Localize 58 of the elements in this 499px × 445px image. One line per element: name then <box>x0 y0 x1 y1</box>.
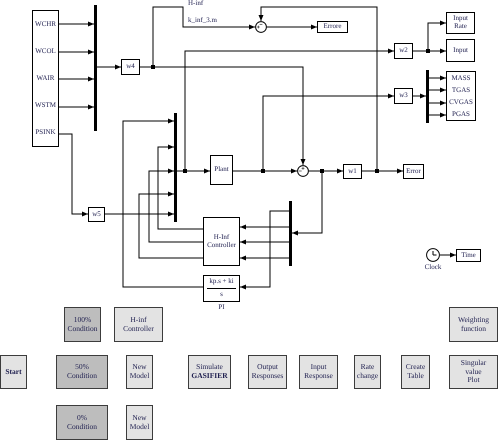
plant-block <box>210 155 233 185</box>
output-block <box>403 164 424 179</box>
output-block <box>317 21 348 33</box>
gain-block <box>121 59 140 75</box>
gain-block <box>343 164 362 179</box>
signal-arrow <box>264 168 298 174</box>
branching-signal-line <box>232 169 265 173</box>
signal-arrow <box>428 76 446 80</box>
signal-arrow <box>152 6 256 66</box>
signal-arrow <box>292 172 322 236</box>
signal-arrow <box>428 112 446 118</box>
demux-bar <box>426 70 429 123</box>
branching-signal-line <box>412 49 430 53</box>
signal-arrow <box>240 256 290 260</box>
demux-bar <box>289 201 292 266</box>
sum-block <box>297 165 309 177</box>
signal-arrow <box>58 50 94 54</box>
gain-block <box>394 88 413 104</box>
signal-arrow <box>428 88 446 92</box>
controller-block <box>203 217 240 266</box>
output-block <box>446 71 476 121</box>
signal-arrow <box>428 100 446 106</box>
signal-arrow <box>148 168 204 242</box>
signal-arrow <box>122 118 204 288</box>
signal-arrow <box>240 224 290 230</box>
signal-arrow <box>96 64 122 70</box>
branching-signal-line <box>362 169 379 173</box>
signal-arrow <box>412 94 426 98</box>
signal-arrow <box>104 212 174 216</box>
output-block <box>446 12 475 34</box>
signal-arrow <box>428 20 446 50</box>
signal-arrow <box>58 22 94 26</box>
signal-arrow <box>138 192 204 258</box>
signal-arrow <box>186 168 210 174</box>
mux-bar <box>94 5 97 131</box>
signal-arrow <box>378 168 404 174</box>
signal-arrow <box>158 144 204 230</box>
clock-icon <box>426 248 440 262</box>
signal-arrow <box>58 76 94 82</box>
mux-bar <box>174 113 177 222</box>
output-block <box>456 249 481 262</box>
output-block <box>446 39 475 62</box>
sum-block <box>255 21 267 33</box>
transfer-function-block <box>203 275 240 302</box>
signal-arrow <box>430 48 446 54</box>
signal-arrow <box>240 210 290 290</box>
signal-source-block <box>32 10 59 147</box>
signal-arrow <box>58 134 88 216</box>
gain-block <box>88 207 105 222</box>
signal-arrow <box>440 252 456 258</box>
gain-block <box>394 43 413 59</box>
signal-arrow <box>58 104 94 110</box>
signal-arrow <box>258 6 378 170</box>
signal-arrow <box>262 94 394 170</box>
signal-arrow <box>266 24 318 30</box>
branching-signal-line <box>176 169 187 173</box>
signal-arrow <box>184 48 394 170</box>
signal-arrow <box>240 240 290 244</box>
